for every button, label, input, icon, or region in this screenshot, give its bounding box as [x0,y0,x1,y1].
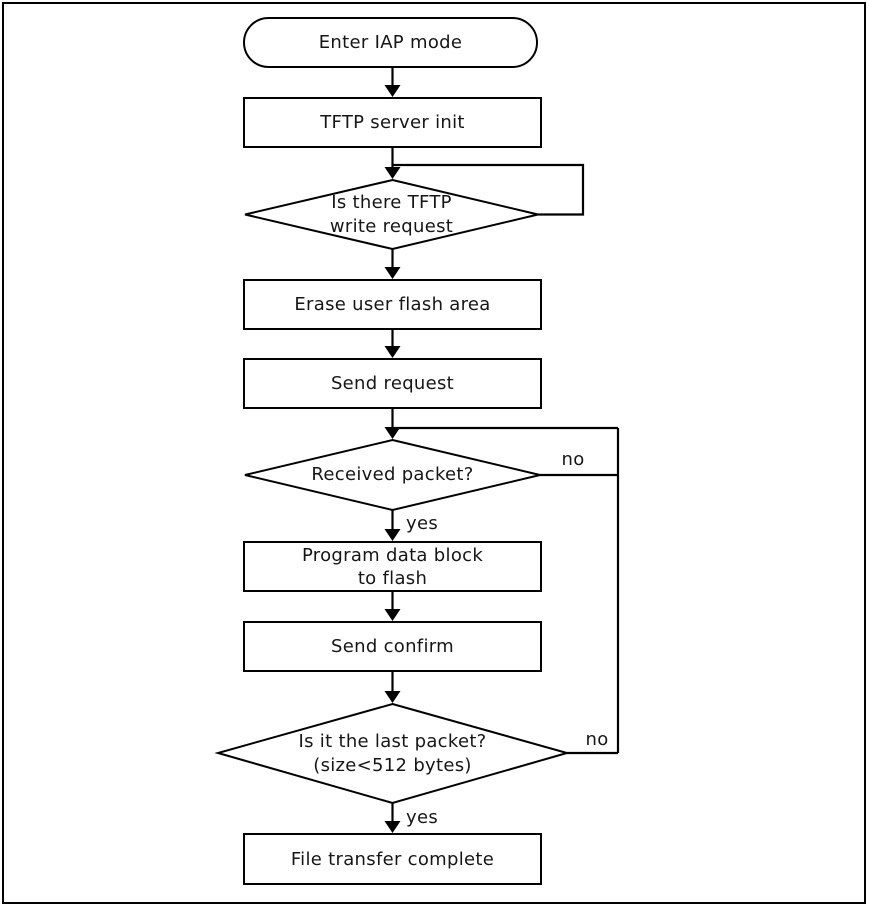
decision-last-packet-shape [214,702,571,805]
arrowhead-icon [384,691,401,703]
arrowhead-icon [384,346,401,358]
node-label: File transfer complete [290,848,495,870]
edge-label-received-yes: yes [406,512,439,534]
node-enter-iap-mode: Enter IAP mode [243,17,538,68]
node-label: Send request [330,373,455,394]
node-send-confirm: Send confirm [243,621,542,672]
node-label: to flash [357,567,428,589]
node-file-transfer-complete: File transfer complete [243,833,542,885]
edge-label-last-packet-yes: yes [406,806,439,828]
arrowhead-icon [384,85,401,97]
edge-write-request-loop [392,163,585,216]
arrowhead-icon [384,821,401,833]
node-erase-user-flash: Erase user flash area [243,279,542,330]
edge-label-last-packet-no: no [585,728,609,750]
node-label: Enter IAP mode [318,32,463,53]
edge-label-received-no: no [561,448,585,470]
node-program-data-block: Program data block to flash [243,541,542,592]
arrowhead-icon [384,167,401,179]
arrowhead-icon [384,529,401,541]
decision-write-request-shape [244,178,539,251]
arrowhead-icon [384,609,401,621]
node-label: Send confirm [331,636,454,657]
decision-received-packet-shape [244,438,541,512]
arrowhead-icon [384,427,401,439]
node-send-request: Send request [243,358,542,409]
node-tftp-server-init: TFTP server init [243,97,542,148]
node-label: TFTP server init [320,112,465,133]
arrowhead-icon [384,267,401,279]
node-label: Program data block [301,544,484,566]
node-label: Erase user flash area [294,294,491,315]
